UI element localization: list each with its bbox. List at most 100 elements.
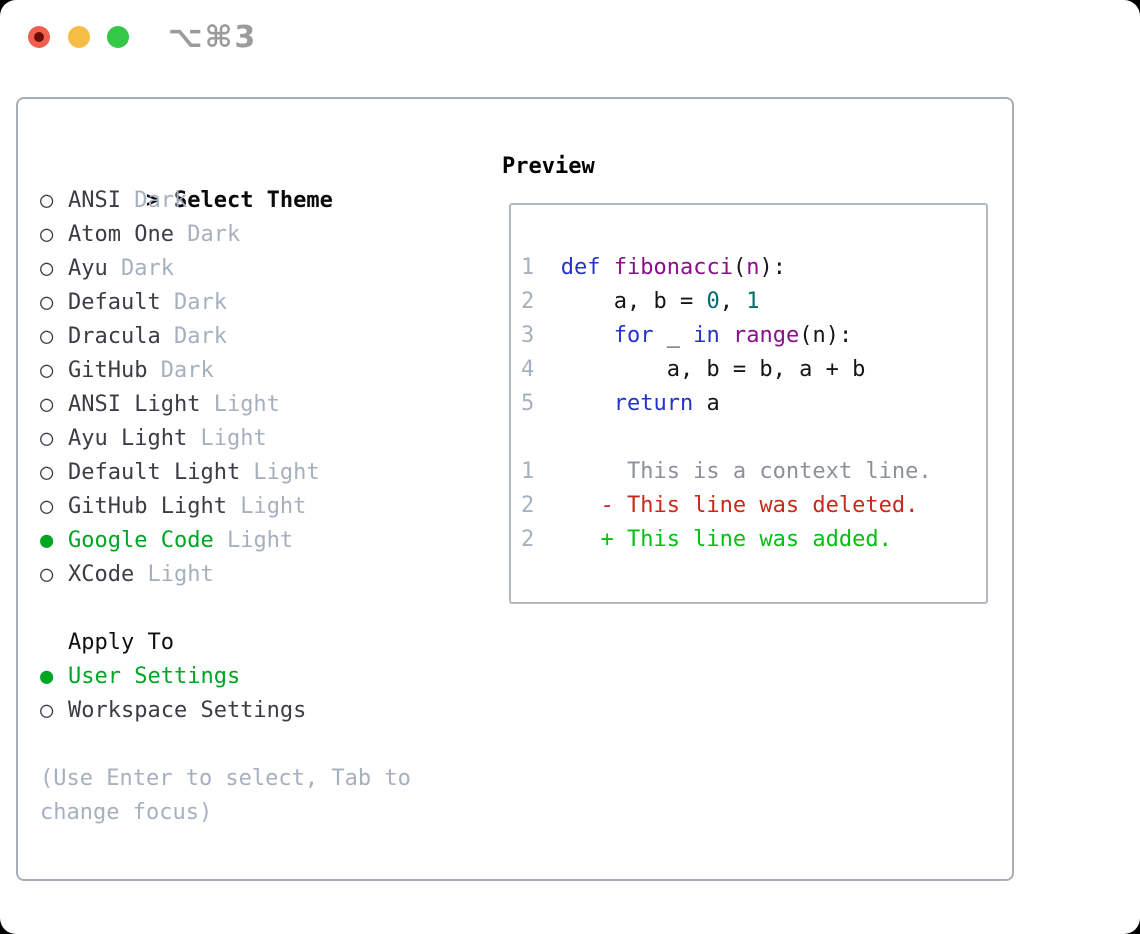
code-token: 1 [746, 289, 760, 314]
code-token: 0 [706, 289, 720, 314]
radio-unselected-icon: ○ [40, 222, 54, 247]
apply-option-label: Workspace Settings [68, 698, 307, 723]
theme-name: GitHub Light [68, 494, 227, 519]
radio-unselected-icon: ○ [40, 188, 54, 213]
theme-name: Dracula [68, 324, 161, 349]
radio-selected-icon: ● [40, 664, 54, 689]
line-number: 2 [521, 527, 535, 552]
theme-option-ansi-light[interactable]: ○ ANSI Light Light [40, 388, 490, 422]
line-number: 2 [521, 493, 535, 518]
code-line: 4 a, b = b, a + b [521, 353, 978, 387]
theme-options: ○ANSI Dark○Atom One Dark○Ayu Dark○Defaul… [40, 184, 490, 592]
theme-variant-badge: Dark [147, 358, 214, 383]
theme-list-column: >Select Theme ○ANSI Dark○Atom One Dark○A… [40, 150, 490, 830]
code-token: + This line was added. [560, 527, 892, 552]
zoom-button[interactable] [107, 26, 129, 48]
theme-option-ayu[interactable]: ○Ayu Dark [40, 252, 490, 286]
titlebar: ⌥⌘3 [0, 0, 1140, 96]
theme-name: GitHub [68, 358, 148, 383]
code-token [561, 391, 614, 416]
theme-variant-badge: Dark [120, 188, 188, 213]
close-button[interactable] [28, 26, 50, 48]
theme-selector-panel: >Select Theme ○ANSI Dark○Atom One Dark○A… [16, 97, 1014, 881]
code-line: 5 return a [521, 387, 978, 421]
radio-selected-icon: ● [40, 528, 54, 553]
theme-name: Default [68, 290, 161, 315]
apply-option-user-settings[interactable]: ●User Settings [40, 660, 490, 694]
code-token: This is a context line. [560, 459, 932, 484]
code-token: fibonacci [613, 255, 733, 280]
radio-unselected-icon: ○ [40, 698, 54, 723]
code-token: , [719, 289, 747, 314]
theme-variant-badge: Light [240, 460, 320, 485]
theme-variant-badge: Light [226, 494, 307, 519]
apply-to-title: Apply To [68, 630, 174, 655]
line-number: 5 [521, 391, 535, 416]
radio-unselected-icon: ○ [40, 426, 54, 451]
theme-name: ANSI Light [68, 392, 201, 417]
line-number: 2 [521, 289, 535, 314]
line-number: 1 [521, 255, 535, 280]
code-token: ( [732, 255, 747, 280]
code-token: return [613, 391, 694, 416]
code-token: _ [653, 323, 694, 348]
theme-option-google-code[interactable]: ●Google Code Light [40, 524, 490, 558]
theme-variant-badge: Light [200, 392, 280, 417]
code-line: 2 - This line was deleted. [521, 489, 978, 523]
code-line: 1 This is a context line. [521, 455, 978, 489]
help-text-line-2: change focus) [40, 800, 213, 825]
theme-variant-badge: Dark [160, 324, 227, 349]
theme-option-atom-one[interactable]: ○ Atom One Dark [40, 218, 490, 252]
code-token: in [693, 323, 720, 348]
code-token: a, b = b, a + b [560, 357, 866, 382]
theme-option-dracula[interactable]: ○ Dracula Dark [40, 320, 490, 354]
theme-option-ansi[interactable]: ○ ANSI Dark [40, 184, 490, 218]
theme-name: Ayu [68, 256, 108, 281]
theme-variant-badge: Dark [160, 290, 227, 315]
line-number: 3 [521, 323, 535, 348]
select-theme-title: Select Theme [173, 188, 333, 213]
code-token [561, 323, 614, 348]
line-number: 1 [521, 459, 535, 484]
radio-unselected-icon: ○ [40, 358, 54, 383]
code-token: - This line was deleted. [560, 493, 919, 518]
apply-option-workspace-settings[interactable]: ○ Workspace Settings [40, 694, 490, 728]
code-token: range [732, 323, 800, 348]
theme-name: Ayu Light [68, 426, 188, 451]
theme-name: Default Light [68, 460, 241, 485]
spacer [40, 728, 490, 762]
minimize-button[interactable] [68, 26, 90, 48]
radio-unselected-icon: ○ [40, 324, 54, 349]
theme-option-xcode[interactable]: ○XCode Light [40, 558, 490, 592]
theme-option-ayu-light[interactable]: ○ Ayu Light Light [40, 422, 490, 456]
focus-caret-icon: > [145, 188, 160, 213]
window-title: ⌥⌘3 [168, 20, 258, 55]
code-token: def [560, 255, 601, 280]
theme-option-default[interactable]: ○Default Dark [40, 286, 490, 320]
unsaved-dot-icon [34, 32, 44, 42]
radio-unselected-icon: ○ [40, 460, 54, 485]
code-line: 2 a, b = 0, 1 [521, 285, 978, 319]
code-token: ): [759, 255, 786, 280]
theme-name: ANSI [68, 188, 121, 213]
theme-variant-badge: Dark [173, 222, 241, 247]
theme-option-default-light[interactable]: ○ Default Light Light [40, 456, 490, 490]
theme-variant-badge: Light [187, 426, 267, 451]
theme-option-github-light[interactable]: ○GitHub Light Light [40, 490, 490, 524]
radio-unselected-icon: ○ [40, 392, 54, 417]
theme-variant-badge: Light [134, 562, 214, 587]
theme-name: Google Code [68, 528, 214, 553]
code-token: a [693, 391, 720, 416]
code-token: (n): [799, 323, 853, 348]
line-number: 4 [521, 357, 535, 382]
theme-name: Atom One [68, 222, 174, 247]
theme-option-github[interactable]: ○ GitHub Dark [40, 354, 490, 388]
code-token [720, 323, 733, 348]
radio-unselected-icon: ○ [40, 562, 54, 587]
code-line [521, 421, 978, 455]
